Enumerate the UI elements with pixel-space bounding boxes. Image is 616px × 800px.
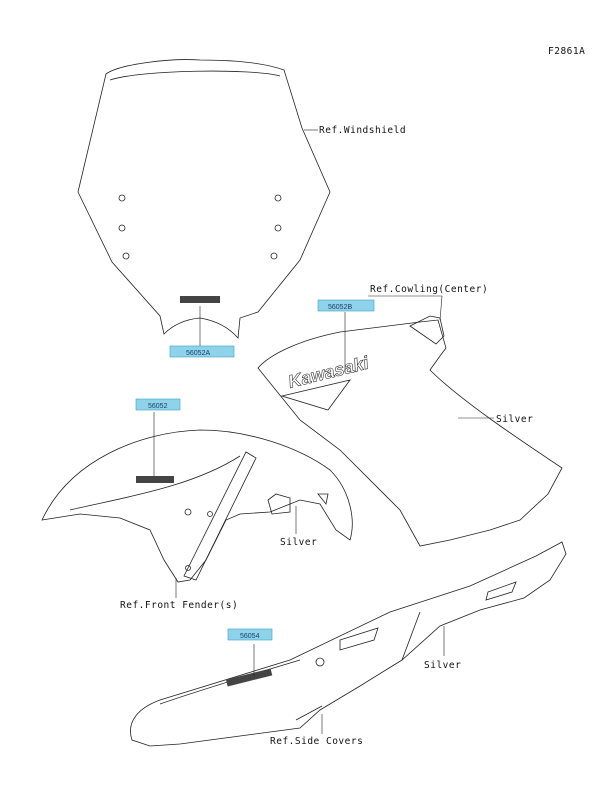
figure-code: F2861A — [548, 46, 585, 57]
part-number-56052B[interactable]: 56052B — [328, 304, 352, 311]
cowling-outline — [257, 315, 563, 547]
windshield-outline — [77, 59, 331, 339]
part-56052-box — [135, 398, 181, 411]
part-56052B-box — [317, 299, 375, 312]
part-number-56054[interactable]: 56054 — [240, 633, 260, 640]
callout-windshield: Ref.Windshield — [319, 125, 406, 136]
callout-silver-side-cover: Silver — [424, 660, 461, 671]
callout-side-covers: Ref.Side Covers — [270, 736, 363, 747]
part-number-56052[interactable]: 56052 — [148, 403, 168, 410]
callout-silver-fender: Silver — [280, 537, 317, 548]
front-fender-decal — [136, 476, 174, 483]
windshield-decal — [180, 296, 220, 303]
part-56054-box — [227, 628, 273, 641]
front-fender-outline — [41, 429, 353, 583]
callout-front-fender: Ref.Front Fender(s) — [120, 600, 238, 611]
cowling-decal-logo: Kawasaki — [286, 352, 371, 391]
side-cover-decal — [225, 668, 273, 687]
part-number-56052A[interactable]: 56052A — [186, 350, 210, 357]
part-56052A-box — [169, 345, 235, 358]
callout-silver-cowling: Silver — [496, 414, 533, 425]
callout-cowling-center: Ref.Cowling(Center) — [370, 284, 488, 295]
